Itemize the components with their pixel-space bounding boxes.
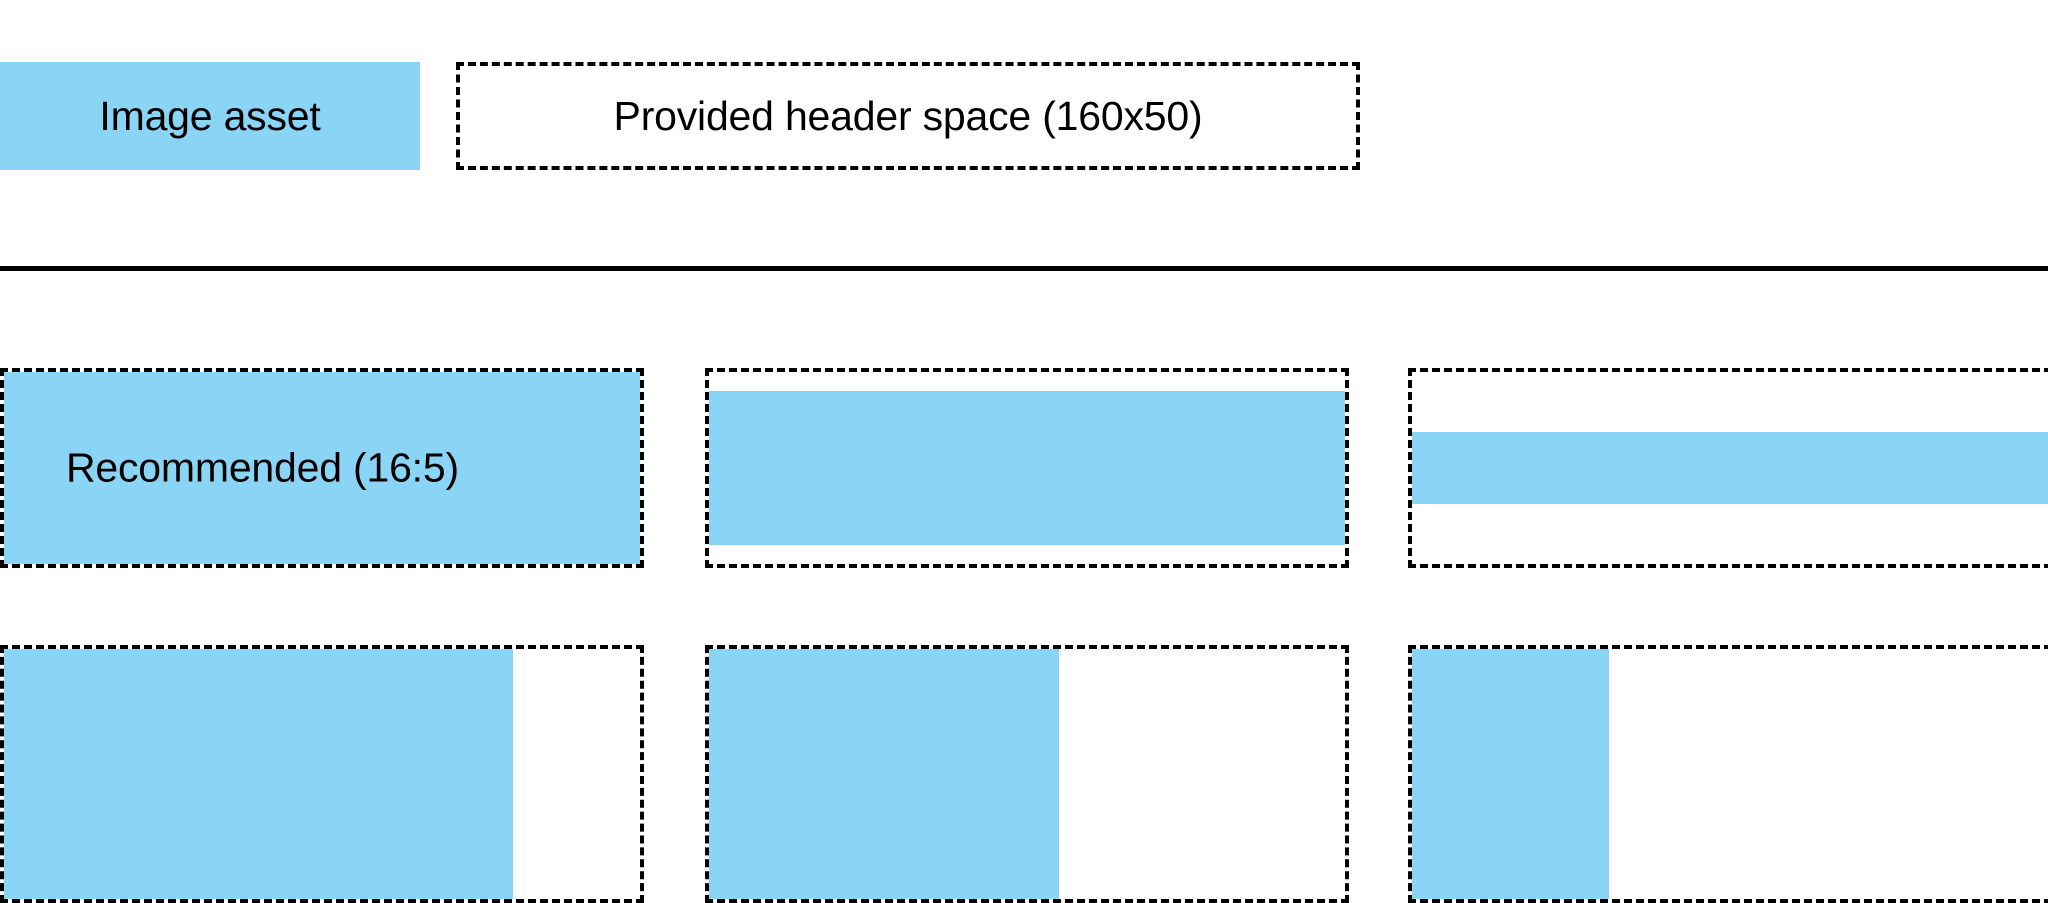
- image-asset-fill: [709, 391, 1345, 545]
- example-box-taller-than-recommended: [705, 368, 1349, 568]
- recommended-ratio-label: Recommended (16:5): [66, 444, 459, 491]
- image-asset-fill: [4, 372, 640, 564]
- legend-provided-header-space-label: Provided header space (160x50): [613, 92, 1203, 139]
- legend-image-asset-label: Image asset: [99, 92, 321, 139]
- example-box-short-wide-band: [1408, 368, 2048, 568]
- image-asset-fill: [1412, 431, 2048, 505]
- legend-image-asset-swatch: Image asset: [0, 62, 420, 170]
- example-box-wide-fill-80: [0, 645, 644, 903]
- legend-provided-header-space-frame: Provided header space (160x50): [456, 62, 1360, 170]
- example-box-wide-fill-31: [1408, 645, 2048, 903]
- image-asset-fill: [4, 649, 513, 899]
- example-box-wide-fill-55: [705, 645, 1349, 903]
- section-divider: [0, 266, 2048, 271]
- image-asset-fill: [709, 649, 1059, 899]
- image-asset-fill: [1412, 649, 1610, 899]
- example-box-recommended-16-5: Recommended (16:5): [0, 368, 644, 568]
